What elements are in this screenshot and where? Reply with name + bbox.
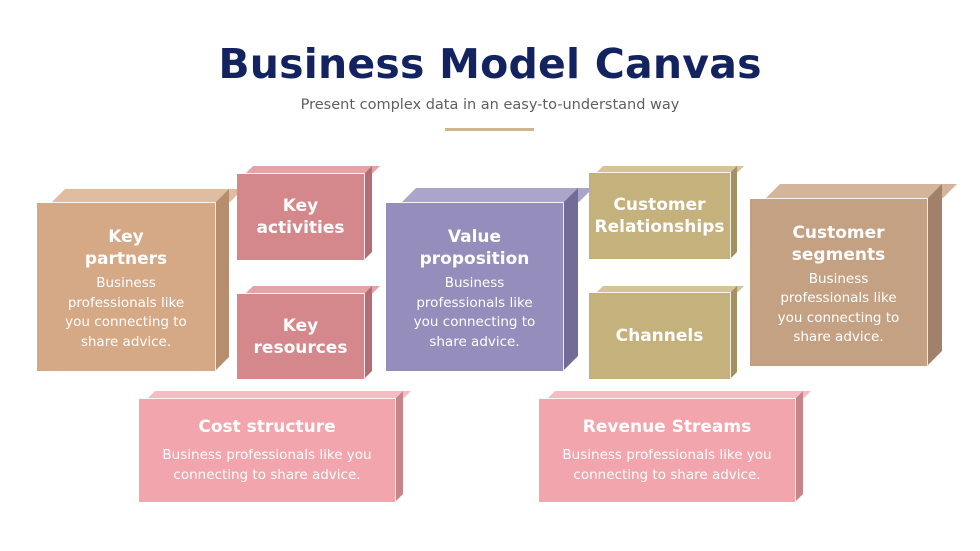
customer-relationships-block: Customer Relationships: [589, 166, 744, 259]
revenue-streams-block: Revenue Streams Business professionals l…: [539, 391, 811, 502]
block-side-face: [364, 166, 372, 260]
block-side-face: [364, 286, 372, 379]
value-proposition-block: Value proposition Business professionals…: [386, 188, 593, 371]
block-side-face: [563, 188, 578, 371]
block-body: Business professionals like you connecti…: [162, 447, 372, 483]
block-front-face: Key resources: [237, 294, 364, 379]
block-side-face: [795, 391, 803, 502]
title-divider: [445, 128, 534, 131]
block-front-face: Channels: [589, 293, 730, 379]
block-front-face: Customer segments Business professionals…: [750, 199, 927, 366]
block-side-face: [395, 391, 403, 502]
block-front-face: Revenue Streams Business professionals l…: [539, 399, 795, 502]
block-front-face: Cost structure Business professionals li…: [139, 399, 395, 502]
block-heading: Key activities: [256, 196, 345, 238]
block-side-face: [730, 286, 737, 379]
cost-structure-block: Cost structure Business professionals li…: [139, 391, 411, 502]
customer-segments-block: Customer segments Business professionals…: [750, 184, 957, 366]
block-heading: Customer segments: [791, 222, 886, 265]
block-top-face: [596, 166, 744, 173]
block-heading: Key partners: [84, 227, 168, 269]
page-title: Business Model Canvas: [218, 40, 762, 88]
block-body: Business professionals like you connecti…: [562, 447, 772, 483]
key-resources-block: Key resources: [237, 286, 380, 379]
block-heading: Key resources: [253, 315, 348, 358]
block-front-face: Customer Relationships: [589, 173, 730, 259]
block-top-face: [596, 286, 744, 293]
block-heading: Channels: [615, 326, 704, 346]
page-subtitle: Present complex data in an easy-to-under…: [300, 97, 680, 113]
block-front-face: Key activities: [237, 174, 364, 260]
block-body: Business professionals like you connecti…: [65, 275, 187, 350]
block-side-face: [927, 184, 942, 366]
block-body: Business professionals like you connecti…: [413, 275, 536, 350]
key-activities-block: Key activities: [237, 166, 380, 260]
block-front-face: Key partners Business professionals like…: [37, 203, 215, 371]
block-heading: Value proposition: [419, 227, 530, 269]
key-partners-block: Key partners Business professionals like…: [37, 189, 243, 371]
block-top-face: [547, 391, 811, 399]
block-side-face: [215, 189, 229, 371]
block-top-face: [51, 189, 243, 203]
channels-block: Channels: [589, 286, 744, 379]
block-top-face: [147, 391, 411, 399]
block-body: Business professionals like you connecti…: [777, 270, 900, 346]
block-top-face: [245, 286, 380, 294]
block-front-face: Value proposition Business professionals…: [386, 203, 563, 371]
block-top-face: [245, 166, 380, 174]
block-side-face: [730, 166, 737, 259]
block-heading: Revenue Streams: [582, 417, 752, 437]
block-heading: Cost structure: [198, 417, 336, 437]
block-heading: Customer Relationships: [594, 195, 725, 237]
